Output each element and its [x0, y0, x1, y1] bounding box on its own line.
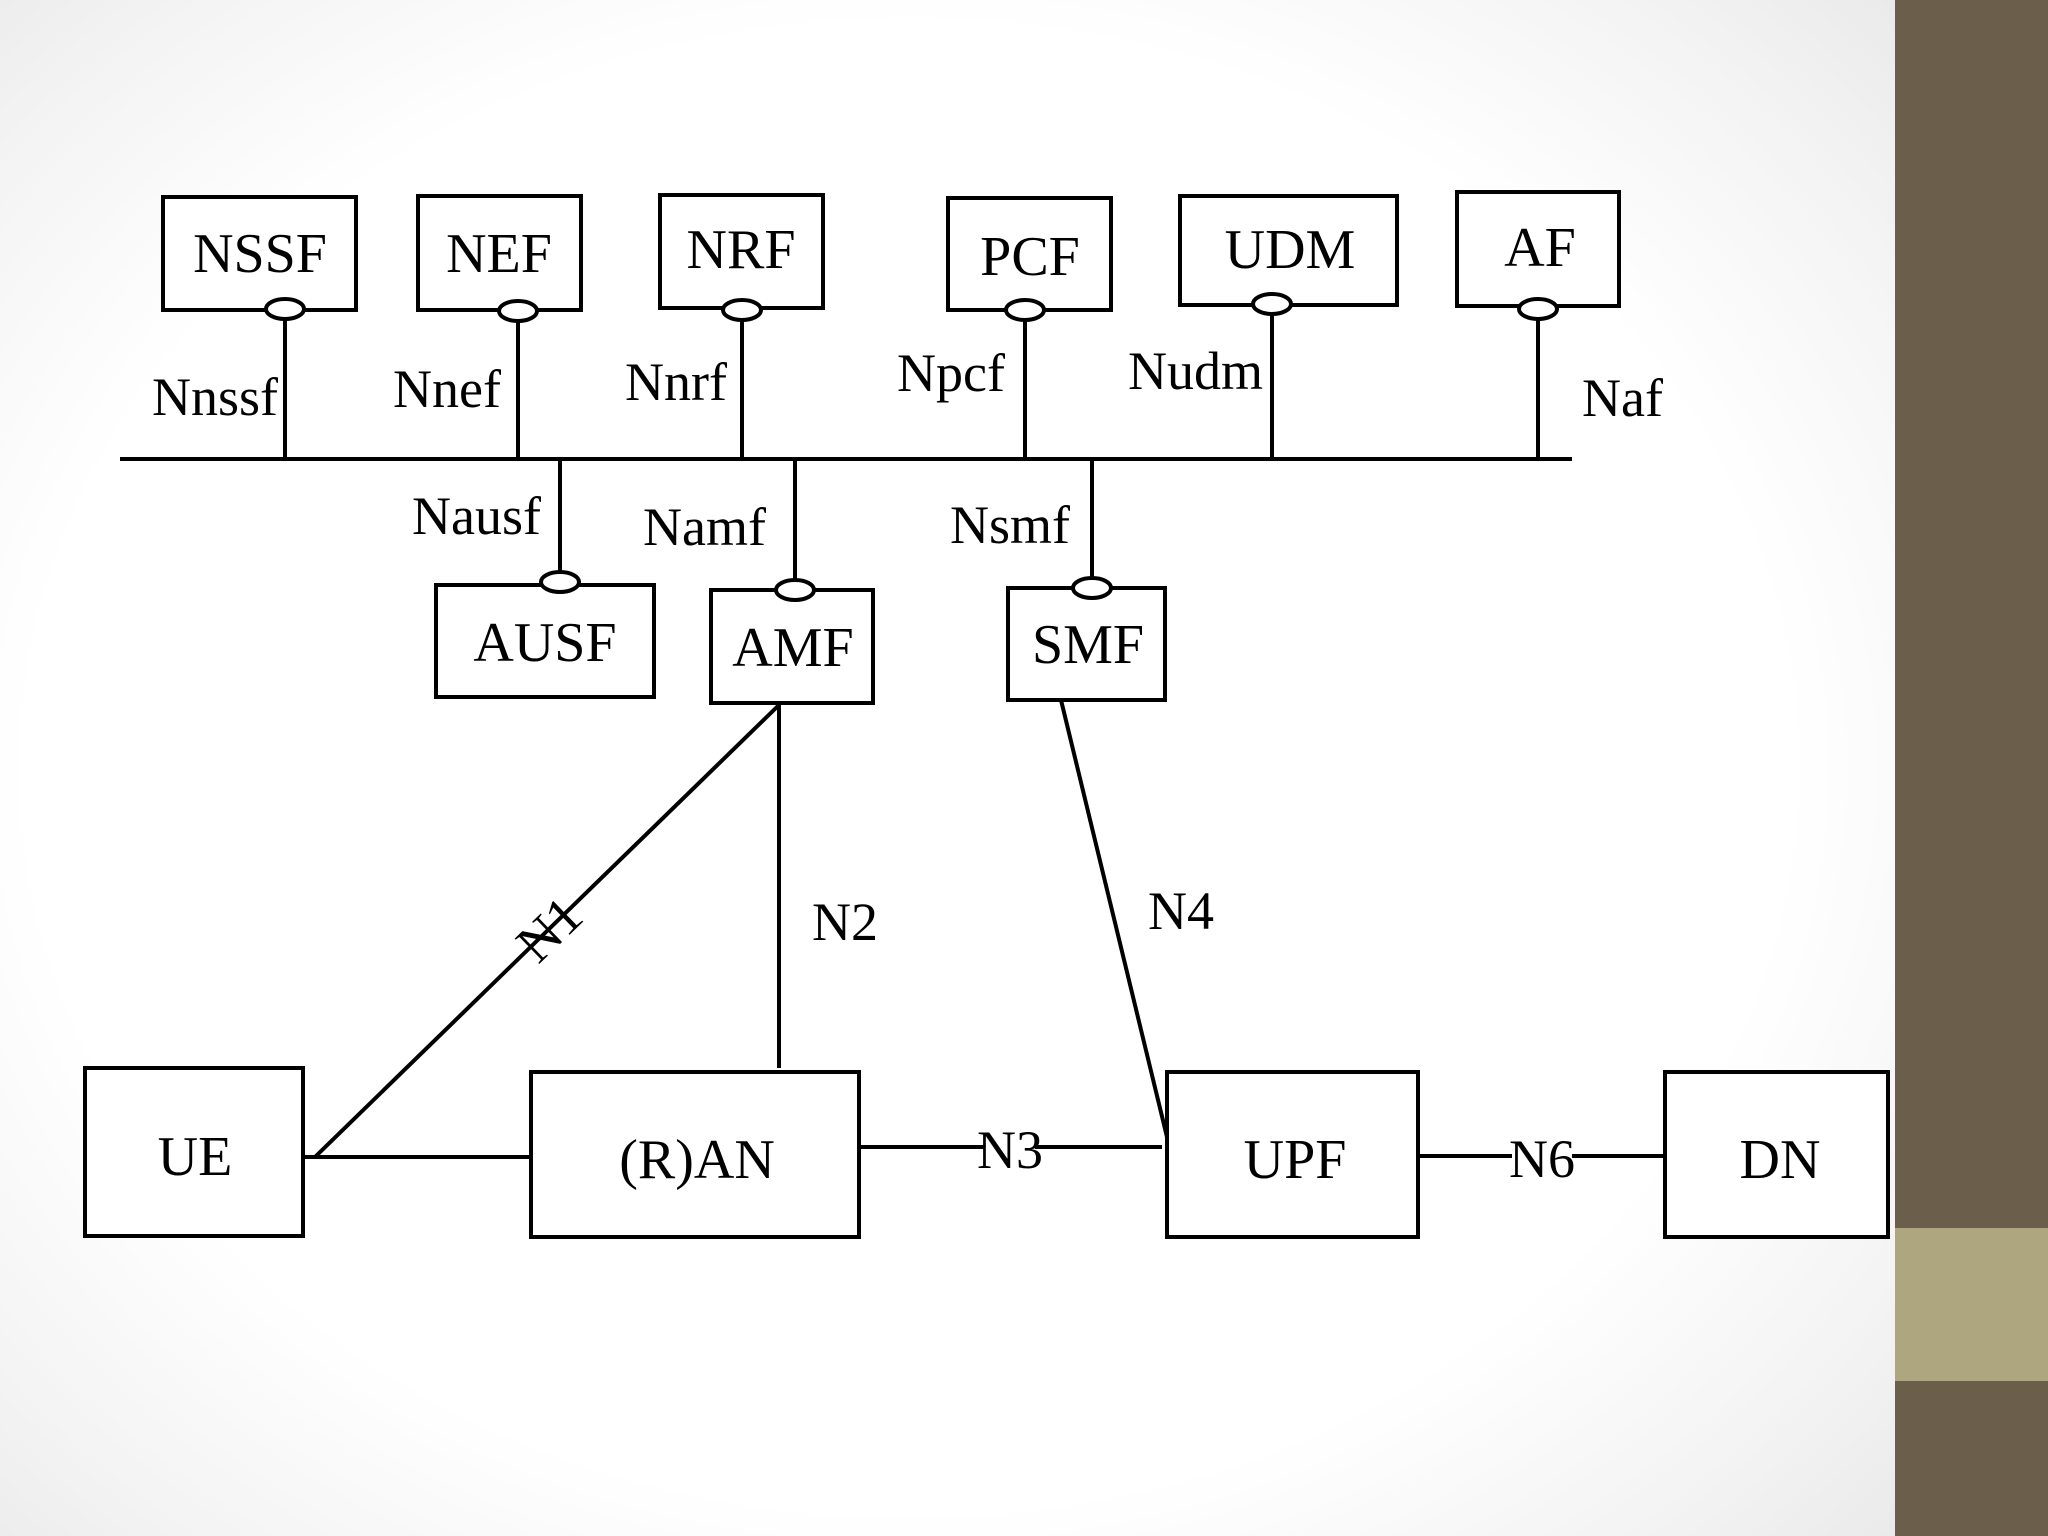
5g-architecture-diagram: NSSF NEF NRF PCF UDM AF AUSF AMF SMF UE … — [83, 190, 1890, 1239]
pcf-port — [1004, 298, 1046, 322]
amf-port — [774, 578, 816, 602]
amf-box — [709, 588, 875, 705]
nnrf-label: Nnrf — [625, 352, 727, 412]
nssf-label: NSSF — [193, 223, 327, 285]
smf-box — [1006, 586, 1167, 702]
n1-link — [313, 703, 781, 1159]
n3-label: N3 — [977, 1120, 1043, 1180]
npcf-label: Npcf — [897, 343, 1005, 403]
nausf-label: Nausf — [412, 486, 541, 546]
smf-port — [1071, 576, 1113, 600]
sidebar-accent-light — [1895, 1228, 2048, 1381]
amf-label: AMF — [732, 617, 853, 679]
ausf-box — [434, 583, 656, 699]
nsmf-label: Nsmf — [950, 495, 1070, 555]
naf-label: Naf — [1582, 368, 1663, 428]
udm-box — [1178, 194, 1399, 307]
ran-label: (R)AN — [619, 1129, 775, 1191]
n4-link — [1059, 699, 1169, 1138]
ran-box — [529, 1070, 861, 1239]
smf-label: SMF — [1032, 614, 1144, 676]
af-port — [1517, 297, 1559, 321]
af-label: AF — [1504, 217, 1576, 279]
upf-label: UPF — [1244, 1129, 1347, 1191]
ausf-label: AUSF — [473, 612, 616, 674]
pcf-box — [946, 196, 1113, 312]
nssf-port — [264, 297, 306, 321]
nnssf-label: Nnssf — [152, 367, 278, 427]
namf-label: Namf — [643, 497, 766, 557]
n6-label: N6 — [1509, 1129, 1575, 1189]
nrf-box — [658, 193, 825, 310]
nrf-port — [721, 298, 763, 322]
nef-port — [497, 299, 539, 323]
nef-label: NEF — [446, 223, 552, 285]
nssf-box — [161, 195, 358, 312]
n2-label: N2 — [812, 892, 878, 952]
ausf-port — [539, 570, 581, 594]
nrf-label: NRF — [687, 219, 796, 281]
ue-box — [83, 1066, 305, 1238]
sidebar-accent-dark-top — [1895, 0, 2048, 1228]
nnef-label: Nnef — [393, 359, 501, 419]
sidebar-accent-dark-bottom — [1895, 1381, 2048, 1536]
n4-label: N4 — [1148, 881, 1214, 941]
upf-box — [1165, 1070, 1420, 1239]
udm-port — [1251, 292, 1293, 316]
nudm-label: Nudm — [1128, 341, 1263, 401]
pcf-label: PCF — [980, 226, 1080, 288]
ue-label: UE — [158, 1126, 233, 1188]
dn-label: DN — [1740, 1129, 1821, 1191]
udm-label: UDM — [1225, 219, 1356, 281]
dn-box — [1663, 1070, 1890, 1239]
